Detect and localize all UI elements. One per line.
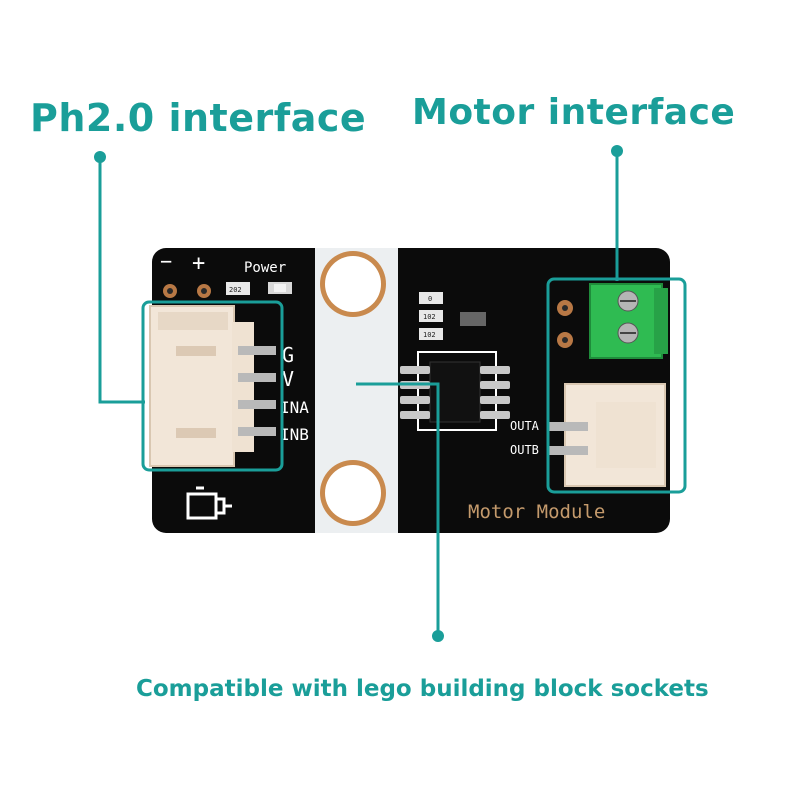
pin-label-v: V — [282, 367, 294, 391]
module-name: Motor Module — [468, 501, 605, 523]
motor-leader — [611, 145, 623, 281]
ic-outline — [417, 351, 497, 431]
pin-label-ina: INA — [280, 398, 309, 417]
power-resistor: 202 — [226, 282, 250, 295]
output-label-a: OUTA — [510, 419, 540, 433]
ph2-interface-title: Ph2.0 interface — [30, 96, 367, 140]
svg-text:102: 102 — [423, 331, 436, 339]
polarity-minus: − — [160, 249, 172, 273]
capacitor — [460, 312, 486, 326]
pin-label-inb: INB — [280, 425, 309, 444]
motor-pads — [557, 300, 573, 348]
motor-interface-title: Motor interface — [412, 92, 736, 133]
lego-hole-top — [320, 251, 386, 317]
power-label: Power — [244, 260, 286, 276]
svg-text:102: 102 — [423, 313, 436, 321]
polarity-plus: + — [192, 251, 205, 276]
output-label-b: OUTB — [510, 443, 539, 457]
ph2-highlight-box — [141, 300, 284, 472]
svg-text:0: 0 — [428, 295, 432, 303]
motor-connector — [548, 383, 666, 487]
lego-leader — [356, 382, 444, 642]
motor-icon — [186, 486, 232, 520]
lego-compatibility-caption: Compatible with lego building block sock… — [136, 676, 709, 702]
lego-hole-bottom — [320, 460, 386, 526]
pin-label-g: G — [282, 343, 294, 367]
screw-terminal — [589, 283, 668, 359]
power-pads — [163, 284, 211, 298]
ph2-leader — [94, 151, 145, 404]
chip-resistors: 0 102 102 — [419, 292, 443, 340]
power-led — [268, 282, 292, 294]
svg-text:202: 202 — [229, 286, 242, 294]
ph2-connector — [149, 305, 276, 467]
